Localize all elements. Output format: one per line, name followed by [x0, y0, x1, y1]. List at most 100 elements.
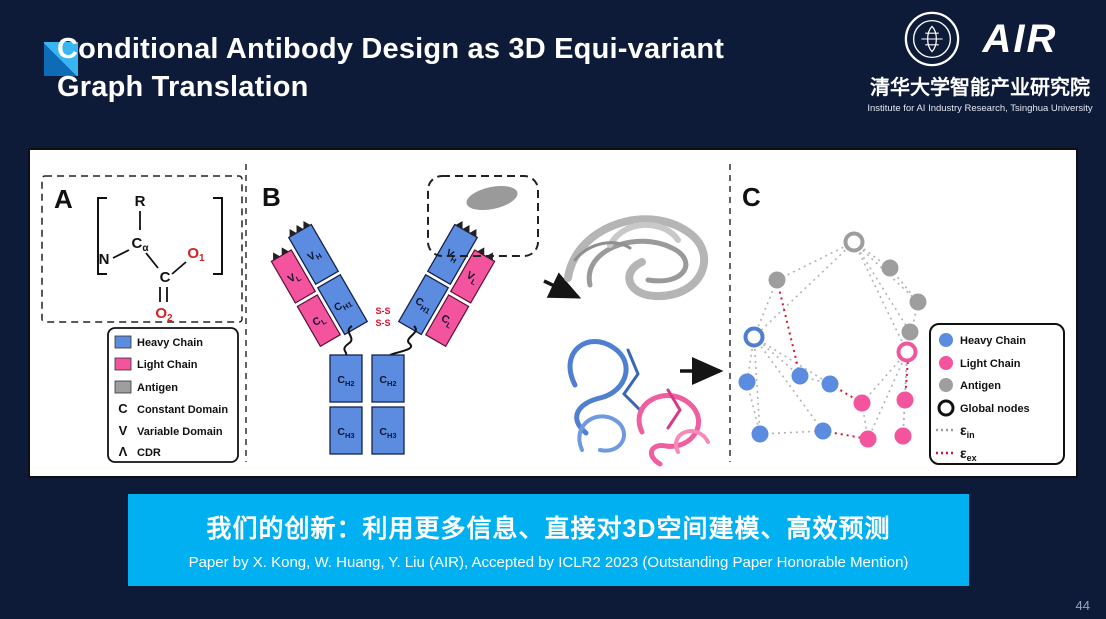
antigen-swatch	[114, 380, 132, 394]
hinge-coil-right	[389, 325, 417, 356]
heavy-node-swatch	[939, 333, 953, 347]
vl-label: VL	[463, 269, 480, 287]
panel-c: C	[738, 182, 1065, 465]
light-node-swatch	[939, 356, 953, 370]
heavy-chain-node	[751, 425, 769, 443]
ch1-domain	[316, 273, 369, 336]
o1-atom-label: O1	[187, 245, 205, 264]
ch1-label: CH1	[412, 295, 434, 316]
carbonyl-c-label: C	[160, 269, 171, 286]
ss-bond-label: S-S	[375, 306, 390, 316]
hinge-coil-left	[343, 325, 353, 356]
legend-heavy-label: Heavy Chain	[960, 335, 1026, 347]
legend-e-ex-label: εex	[960, 445, 977, 463]
panel-a: A R N Cα C O1 O2	[41, 175, 243, 463]
legend-light-label: Light Chain	[137, 359, 198, 371]
ch3-domain	[371, 406, 405, 455]
graph-edges-external	[776, 279, 911, 440]
global-node-heavy	[743, 326, 765, 348]
protein-ribbon-illustration	[564, 215, 710, 467]
global-node-antigen	[843, 231, 865, 253]
ch2-domain	[329, 354, 363, 403]
r-group-label: R	[135, 193, 146, 210]
cdr-symbol: Λ	[119, 444, 128, 459]
vl-label: VL	[286, 269, 303, 287]
page-number: 44	[1075, 598, 1090, 613]
graph-nodes	[738, 231, 927, 448]
heavy-chain-node	[791, 367, 809, 385]
n-atom-label: N	[99, 251, 110, 268]
cdr-loop-blob	[466, 185, 518, 211]
cl-label: CL	[311, 312, 329, 330]
light-chain-node	[853, 394, 871, 412]
panel-a-legend: Heavy Chain Light Chain Antigen C Consta…	[107, 327, 239, 463]
vh-label: VH	[443, 247, 461, 265]
ch2-label: CH2	[379, 374, 396, 388]
legend-light-label: Light Chain	[960, 358, 1021, 370]
cl-domain	[424, 294, 470, 348]
figure-panel: A R N Cα C O1 O2	[28, 148, 1078, 478]
vh-label: VH	[306, 247, 324, 265]
panel-a-label: A	[54, 184, 73, 214]
cdr-callout	[427, 175, 539, 257]
heavy-chain-node	[821, 375, 839, 393]
page-title: Conditional Antibody Design as 3D Equi-v…	[57, 30, 897, 107]
o2-atom-label: O2	[155, 305, 173, 324]
antibody-right-arm: VH CH1 VL CL	[397, 220, 496, 348]
innovation-banner: 我们的创新：利用更多信息、直接对3D空间建模、高效预测 Paper by X. …	[128, 494, 969, 586]
ch1-label: CH1	[332, 295, 354, 316]
arrow-to-structure-icon	[543, 272, 582, 299]
antigen-node	[768, 271, 786, 289]
c-alpha-label: Cα	[132, 235, 150, 254]
antibody-figure: A R N Cα C O1 O2	[41, 164, 1065, 467]
legend-global-label: Global nodes	[960, 403, 1030, 415]
ss-bond-label: S-S	[375, 318, 390, 328]
variable-symbol: V	[119, 423, 128, 438]
title-accent-square	[44, 42, 78, 76]
heavy-chain-node	[814, 422, 832, 440]
antigen-node	[909, 293, 927, 311]
cl-domain	[296, 294, 342, 348]
air-wordmark: AIR	[982, 17, 1058, 61]
heavy-chain-node	[738, 373, 756, 391]
antigen-node-swatch	[939, 378, 953, 392]
institute-name-en: Institute for AI Industry Research, Tsin…	[867, 103, 1093, 114]
institute-name-cn: 清华大学智能产业研究院	[870, 77, 1090, 99]
panel-c-legend: Heavy Chain Light Chain Antigen Global n…	[929, 323, 1065, 465]
ch3-domain	[329, 406, 363, 455]
legend-antigen-label: Antigen	[137, 382, 178, 394]
innovation-text: 我们的创新：利用更多信息、直接对3D空间建模、高效预测	[206, 515, 891, 543]
air-logo-block: AIR 清华大学智能产业研究院 Institute for AI Industr…	[860, 10, 1100, 114]
cdr-notches	[273, 220, 311, 261]
tsinghua-emblem-icon	[904, 11, 959, 67]
ch3-label: CH3	[379, 426, 396, 440]
global-node-swatch	[937, 399, 955, 417]
panel-b-label: B	[262, 182, 281, 212]
left-bracket	[97, 197, 107, 275]
residue-dashed-box	[41, 175, 243, 323]
light-chain-swatch	[114, 357, 132, 371]
cl-label: CL	[438, 312, 456, 330]
ch2-domain	[371, 354, 405, 403]
cdr-dashed-box	[427, 175, 539, 257]
light-chain-node	[894, 427, 912, 445]
legend-constant-label: Constant Domain	[137, 404, 228, 416]
legend-e-in-label: εin	[960, 422, 975, 440]
title-line-1: Conditional Antibody Design as 3D Equi-v…	[57, 33, 725, 65]
ch3-label: CH3	[337, 426, 354, 440]
antibody-stem: S-S S-S CH2 CH3 CH2 CH3	[329, 306, 417, 455]
logo-row: AIR	[903, 10, 1058, 68]
vl-domain	[449, 249, 496, 304]
ch2-label: CH2	[337, 374, 354, 388]
global-node-light	[896, 341, 918, 363]
legend-variable-label: Variable Domain	[137, 426, 223, 438]
light-chain-node	[896, 391, 914, 409]
antigen-node	[901, 323, 919, 341]
light-chain-node	[859, 430, 877, 448]
constant-symbol: C	[118, 401, 128, 416]
panel-c-label: C	[742, 182, 761, 212]
legend-heavy-label: Heavy Chain	[137, 337, 203, 349]
ch1-domain	[397, 273, 450, 336]
panel-b: B VH CH1 VL	[262, 175, 724, 467]
